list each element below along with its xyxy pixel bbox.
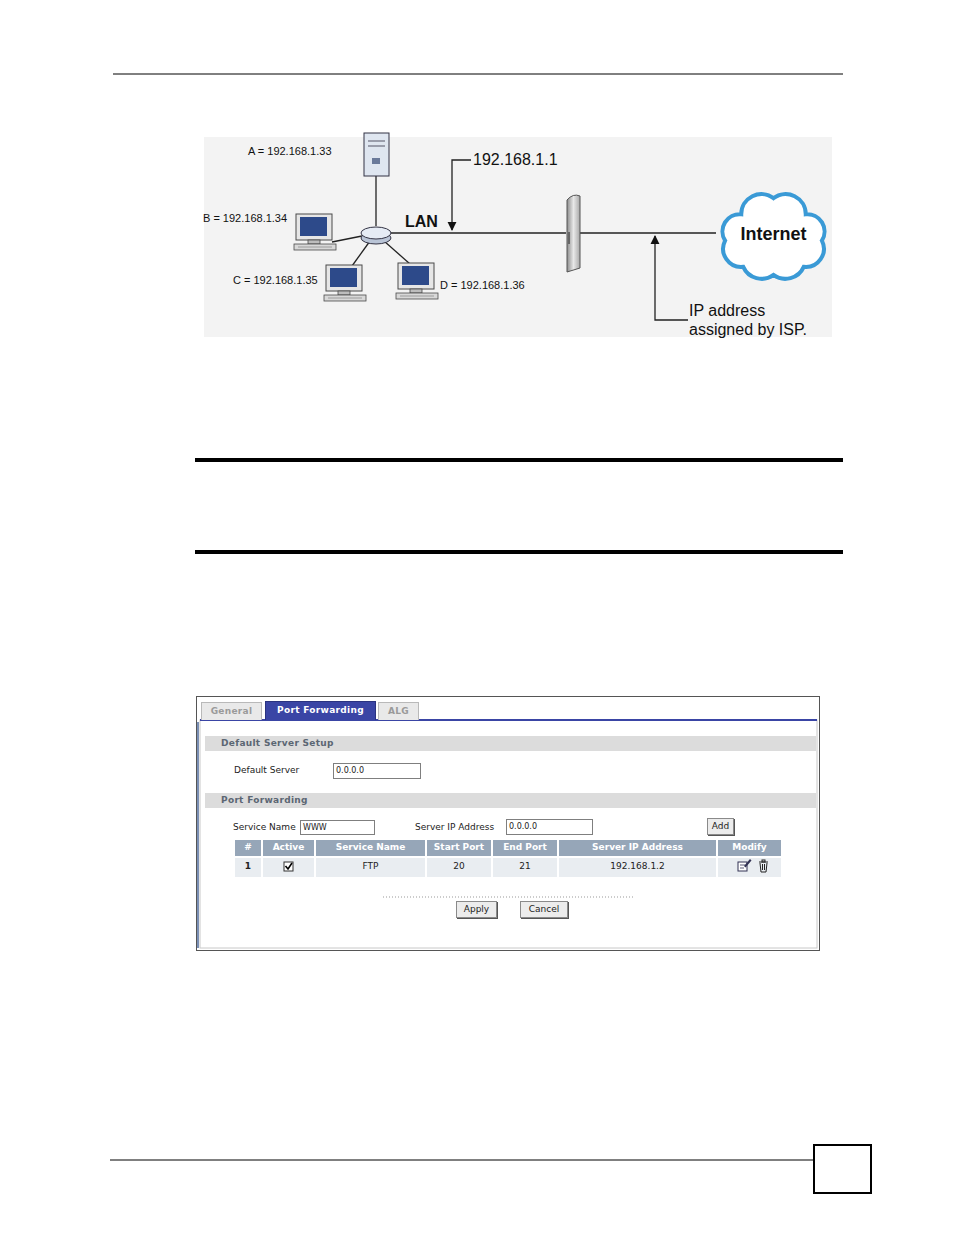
table-cell: 1 xyxy=(235,861,261,871)
ip-label: A = 192.168.1.33 xyxy=(248,145,332,157)
table-cell: 20 xyxy=(427,861,491,871)
node-text: Internet xyxy=(713,186,834,245)
edit-icon xyxy=(738,859,752,871)
node-text: 0.0.0.0 xyxy=(509,822,592,831)
column-header: Active xyxy=(263,842,314,852)
router xyxy=(567,195,580,272)
tab-active: Port Forwarding xyxy=(265,701,376,720)
table-cell: 192.168.1.2 xyxy=(559,861,716,871)
tab: General xyxy=(201,702,262,720)
tab: ALG xyxy=(378,702,419,720)
footer-rule xyxy=(110,1160,815,1161)
note-rule xyxy=(195,458,843,462)
field-label: Default Server xyxy=(234,765,299,775)
node-text: Port Forwarding xyxy=(221,795,816,805)
section-band: Port Forwarding xyxy=(205,793,816,808)
table-cell: 21 xyxy=(493,861,557,871)
ip-label: C = 192.168.1.35 xyxy=(233,274,318,286)
text-input: 0.0.0.0 xyxy=(506,819,593,835)
delete-icon xyxy=(759,860,768,872)
computer-c xyxy=(324,265,366,301)
internet-cloud: Internet xyxy=(713,186,834,282)
node-text: 0.0.0.0 xyxy=(336,766,420,775)
button: Apply xyxy=(456,901,497,918)
node-text: General xyxy=(202,706,261,716)
hub xyxy=(361,227,391,244)
column-header: Start Port xyxy=(427,842,491,852)
node-text: Add xyxy=(708,821,733,831)
dotted-separator xyxy=(383,897,633,898)
page-number-box xyxy=(814,1145,871,1193)
node-text: ALG xyxy=(379,706,418,716)
isp-note: IP address assigned by ISP. xyxy=(689,301,829,339)
field-label: Server IP Address xyxy=(415,822,494,832)
node-text: Port Forwarding xyxy=(266,705,375,715)
screenshot-frame xyxy=(197,697,820,951)
network-lines xyxy=(332,160,716,320)
column-header: Server IP Address xyxy=(559,842,716,852)
ip-label: D = 192.168.1.36 xyxy=(440,279,525,291)
table-cell: FTP xyxy=(316,861,425,871)
button: Add xyxy=(707,818,734,835)
network-label: LAN xyxy=(405,213,438,231)
server-tower xyxy=(364,133,389,176)
header-rule xyxy=(113,74,843,75)
port-table xyxy=(235,840,781,877)
text-input: 0.0.0.0 xyxy=(333,763,421,779)
ip-label: B = 192.168.1.34 xyxy=(203,212,287,224)
computer-b xyxy=(294,214,336,250)
column-header: Modify xyxy=(718,842,781,852)
column-header: End Port xyxy=(493,842,557,852)
column-header: Service Name xyxy=(316,842,425,852)
node-text: Default Server Setup xyxy=(221,738,816,748)
node-text: WWW xyxy=(303,823,374,832)
field-label: Service Name xyxy=(233,822,296,832)
computer-d xyxy=(396,263,438,299)
note-rule xyxy=(195,550,843,554)
node-text: Apply xyxy=(457,904,496,914)
node-text: Cancel xyxy=(521,904,567,914)
ip-label: 192.168.1.1 xyxy=(473,151,558,169)
section-band: Default Server Setup xyxy=(205,736,816,751)
select-box: WWW xyxy=(300,820,375,835)
button: Cancel xyxy=(520,901,568,918)
column-header: # xyxy=(235,842,261,852)
